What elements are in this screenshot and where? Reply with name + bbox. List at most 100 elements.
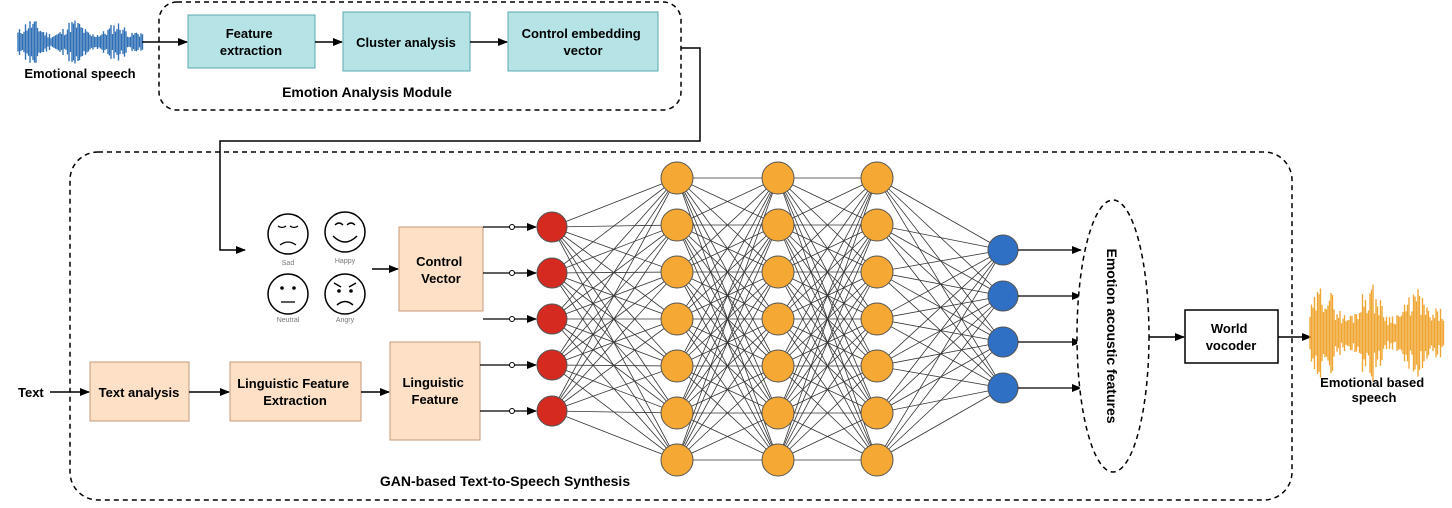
feature-extraction-label: Feature extraction	[220, 26, 282, 58]
hidden-1-node	[660, 443, 694, 477]
hidden-2-node	[761, 161, 795, 195]
network-edge	[676, 271, 779, 461]
emotion-module-title: Emotion Analysis Module	[282, 84, 452, 100]
network-edge	[876, 249, 1004, 320]
network-edge	[676, 318, 779, 461]
network-edge	[551, 224, 678, 412]
happy-face-icon	[324, 211, 366, 253]
output-node	[987, 280, 1019, 312]
input-port-dot	[509, 224, 515, 230]
network-edge	[551, 410, 678, 461]
network-edge	[876, 224, 1004, 389]
neutral-label: Neutral	[277, 317, 300, 324]
network-edge	[551, 318, 678, 414]
hidden-2-node	[761, 208, 795, 242]
hidden-1-node	[660, 396, 694, 430]
control-embedding-label: Control embedding vector	[522, 26, 645, 58]
neutral-face-icon	[267, 273, 309, 315]
network-edge	[876, 271, 1004, 297]
network-edge	[551, 364, 678, 414]
hidden-3-node	[860, 396, 894, 430]
network-edge	[551, 177, 678, 274]
network-edge	[676, 177, 779, 461]
network-edge	[876, 271, 1004, 389]
synthesis-title: GAN-based Text-to-Speech Synthesis	[380, 473, 630, 489]
network-edge	[551, 365, 678, 412]
network-connections	[551, 177, 1004, 461]
emotional-based-speech-waveform	[1309, 284, 1445, 382]
network-edge	[676, 177, 779, 320]
input-port-dot	[509, 270, 515, 276]
hidden-3-node	[860, 443, 894, 477]
network-edge	[876, 249, 1004, 414]
network-edge	[551, 272, 678, 414]
hidden-1-node	[660, 208, 694, 242]
happy-label: Happy	[335, 258, 356, 265]
network-edge	[876, 249, 1004, 461]
network-edge	[676, 224, 779, 461]
network-edge	[551, 177, 678, 320]
network-edge	[676, 177, 779, 414]
cluster-analysis-label: Cluster analysis	[356, 35, 456, 50]
network-edge	[551, 364, 678, 461]
emotional-speech-waveform	[17, 20, 144, 64]
acoustic-features-label: Emotion acoustic features	[1104, 248, 1120, 423]
network-edge	[676, 177, 779, 273]
network-input-lines	[480, 223, 537, 415]
network-edge	[876, 249, 1004, 367]
network-edge	[777, 271, 878, 461]
network-edge	[777, 177, 878, 273]
network-edge	[551, 318, 678, 461]
input-port-dot	[509, 316, 515, 322]
hidden-3-node	[860, 349, 894, 383]
linguistic-feature-box	[389, 341, 481, 441]
sad-face-icon	[267, 213, 309, 255]
world-vocoder-box	[1184, 309, 1279, 364]
world-vocoder-label: World vocoder	[1206, 321, 1257, 353]
linguistic-extraction-box	[229, 361, 362, 422]
feature-extraction-box	[187, 14, 316, 69]
network-edge	[551, 271, 678, 412]
network-edge	[876, 341, 1004, 461]
hidden-3-node	[860, 161, 894, 195]
hidden-2-node	[761, 302, 795, 336]
emotional-speech-label: Emotional speech	[24, 66, 135, 81]
hidden-1-node	[660, 302, 694, 336]
text-input-label: Text	[18, 385, 44, 400]
network-edge	[876, 177, 1004, 343]
network-edge	[551, 226, 678, 367]
network-edge	[777, 224, 878, 461]
network-edge	[551, 177, 678, 412]
network-edge	[876, 271, 1004, 343]
network-edge	[876, 387, 1004, 461]
hidden-2-node	[761, 443, 795, 477]
input-port-dot	[509, 362, 515, 368]
output-node	[987, 372, 1019, 404]
input-port-dot	[509, 408, 515, 414]
network-output-arrows	[1018, 246, 1082, 392]
hidden-2-node	[761, 349, 795, 383]
text-analysis-box	[89, 361, 190, 422]
network-edge	[551, 226, 678, 414]
control-vector-label: Control Vector	[416, 254, 466, 286]
network-edge	[551, 226, 678, 320]
control-embedding-box	[507, 11, 659, 72]
network-edge	[551, 318, 678, 412]
network-edge	[676, 365, 779, 461]
network-edge	[876, 224, 1004, 251]
angry-label: Angry	[336, 317, 355, 324]
network-edge	[876, 365, 1004, 389]
input-node	[536, 349, 568, 381]
network-edge	[551, 410, 678, 414]
input-node	[536, 257, 568, 289]
output-node	[987, 234, 1019, 266]
network-edge	[777, 177, 878, 226]
network-edge	[551, 226, 678, 273]
network-edge	[551, 318, 678, 367]
neural-network	[536, 161, 1019, 477]
cluster-analysis-box	[342, 11, 471, 72]
network-edge	[876, 224, 1004, 297]
network-edge	[876, 224, 1004, 343]
hidden-3-node	[860, 255, 894, 289]
